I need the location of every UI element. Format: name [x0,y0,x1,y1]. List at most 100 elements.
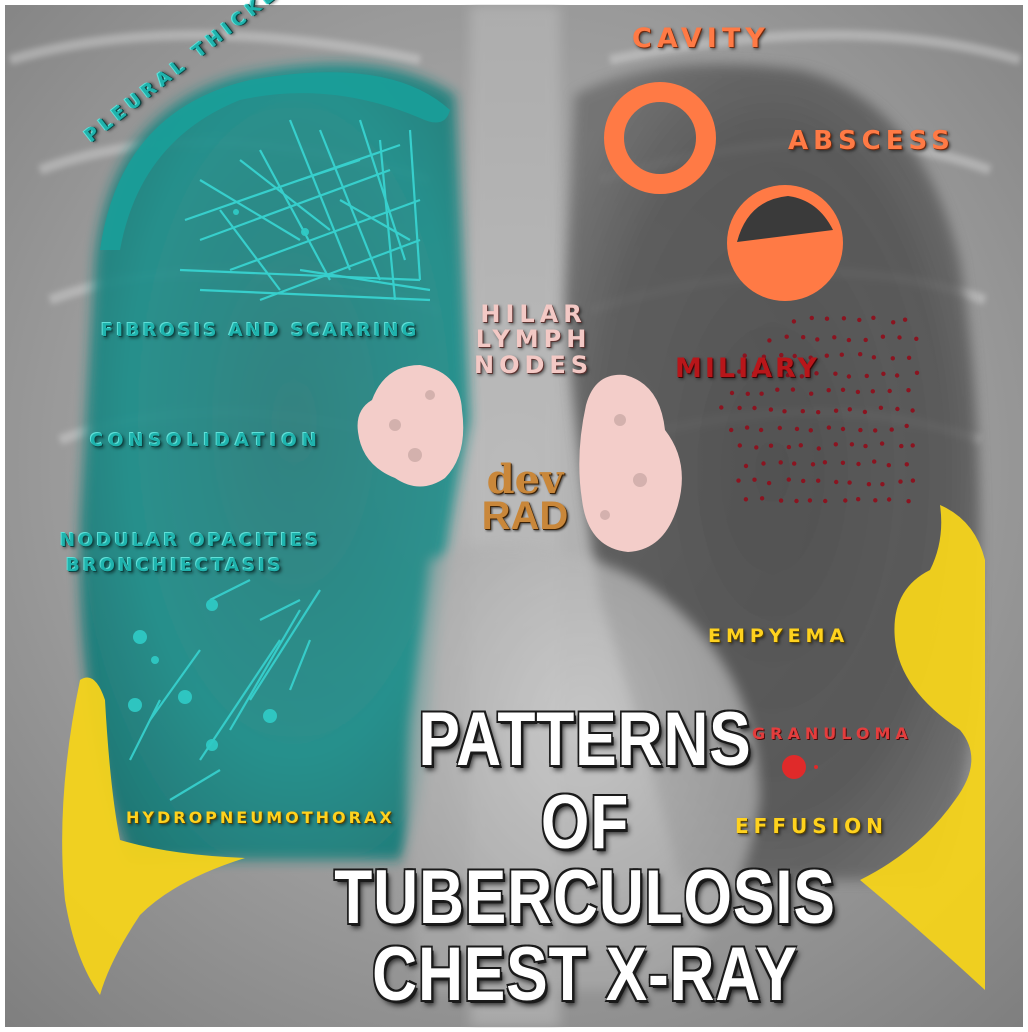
miliary-dot [826,388,831,393]
miliary-dot [768,407,774,412]
miliary-dot [809,315,814,321]
miliary-dot [779,352,784,358]
miliary-dot [866,482,872,487]
nodular-opacities [128,209,309,751]
miliary-dot [878,405,884,410]
miliary-dot [858,427,863,433]
miliary-dot [736,478,741,483]
label-hilar-line-3: NODES [474,350,594,379]
miliary-dot [824,316,830,321]
miliary-dot [857,317,862,323]
miliary-dot [759,496,765,501]
miliary-dot [833,408,839,413]
miliary-dot [880,334,886,339]
miliary-dot [873,498,878,503]
logo-line-rad: RAD [481,494,569,538]
miliary-dot [855,389,861,395]
miliary-dot [775,387,780,392]
hydropneumothorax-shape [62,677,246,995]
miliary-dot [886,497,892,502]
label-fibrosis-and-scarring: FIBROSIS AND SCARRING [101,320,420,341]
miliary-dot [801,335,806,340]
miliary-dot [815,337,820,342]
label-bronchiectasis: BRONCHIECTASIS [66,555,284,576]
miliary-dot [870,389,875,394]
empyema-effusion-shape [860,505,985,990]
miliary-dot [729,427,734,433]
miliary-dot [801,478,806,484]
miliary-dot [843,498,848,503]
miliary-dot [752,405,757,411]
miliary-dot [833,442,838,447]
miliary-dot [881,371,886,376]
miliary-dot [761,354,767,359]
miliary-dot [914,336,919,341]
miliary-dot [744,425,750,430]
miliary-dot [794,498,799,504]
miliary-dot [719,405,724,410]
miliary-dot [856,497,861,502]
pleural-thickening-band [100,72,450,250]
miliary-dot [798,443,803,448]
miliary-dot [822,460,828,465]
miliary-dot [891,320,896,325]
miliary-dot [823,498,828,504]
miliary-dot [849,442,855,447]
miliary-dot [890,356,895,361]
miliary-dot [745,391,750,396]
miliary-dot [800,409,805,414]
miliary-dot [914,370,920,375]
miliary-dot [737,443,742,448]
miliary-dot [904,423,909,429]
miliary-dot [906,388,911,393]
miliary-dot [856,461,861,467]
miliary-dot [904,462,909,467]
cavity-shape [604,82,716,194]
miliary-dot [816,446,821,451]
miliary-dot [872,459,877,464]
label-effusion: EFFUSION [735,814,888,838]
label-consolidation: CONSOLIDATION [90,430,322,451]
devrad-logo: dev RAD [480,456,570,538]
miliary-dot [778,498,784,503]
miliary-dot [840,460,846,465]
miliary-dot [910,478,916,483]
miliary-dot [847,407,852,412]
miliary-dot [799,374,804,379]
label-nodular-opacities: NODULAR OPACITIES [60,530,322,551]
title-line-2: OF [540,780,630,865]
miliary-dot [871,355,877,360]
miliary-dot [752,477,757,482]
label-hilar-lymph-nodes: HILAR LYMPH NODES [474,301,594,379]
miliary-dot [902,317,908,322]
miliary-dot [887,388,892,394]
logo-line-dev: dev [486,456,564,503]
miliary-dot [761,461,766,466]
miliary-dot [786,444,792,450]
miliary-dot [910,443,915,448]
miliary-dot [899,443,904,449]
miliary-dot [808,355,813,360]
label-granuloma: GRANULOMA [752,724,913,743]
miliary-dot [810,462,816,467]
title-line-1: PATTERNS [418,697,752,782]
miliary-dot [759,391,764,396]
hilar-lymph-nodes-shapes [357,365,682,552]
miliary-dot [737,405,742,411]
miliary-dot [833,371,838,376]
miliary-dot [871,315,876,320]
miliary-dot [807,498,813,503]
fibrosis-strands [179,119,431,302]
miliary-dot [782,409,787,414]
granuloma-shape [782,755,818,779]
miliary-dot [767,371,772,376]
miliary-dot [886,463,891,468]
miliary-dot [846,374,852,379]
miliary-dot [778,460,783,465]
miliary-dot [863,443,868,449]
miliary-dot [767,338,772,343]
miliary-dot [758,427,764,433]
abscess-shape [727,185,843,301]
miliary-dot [897,335,902,340]
